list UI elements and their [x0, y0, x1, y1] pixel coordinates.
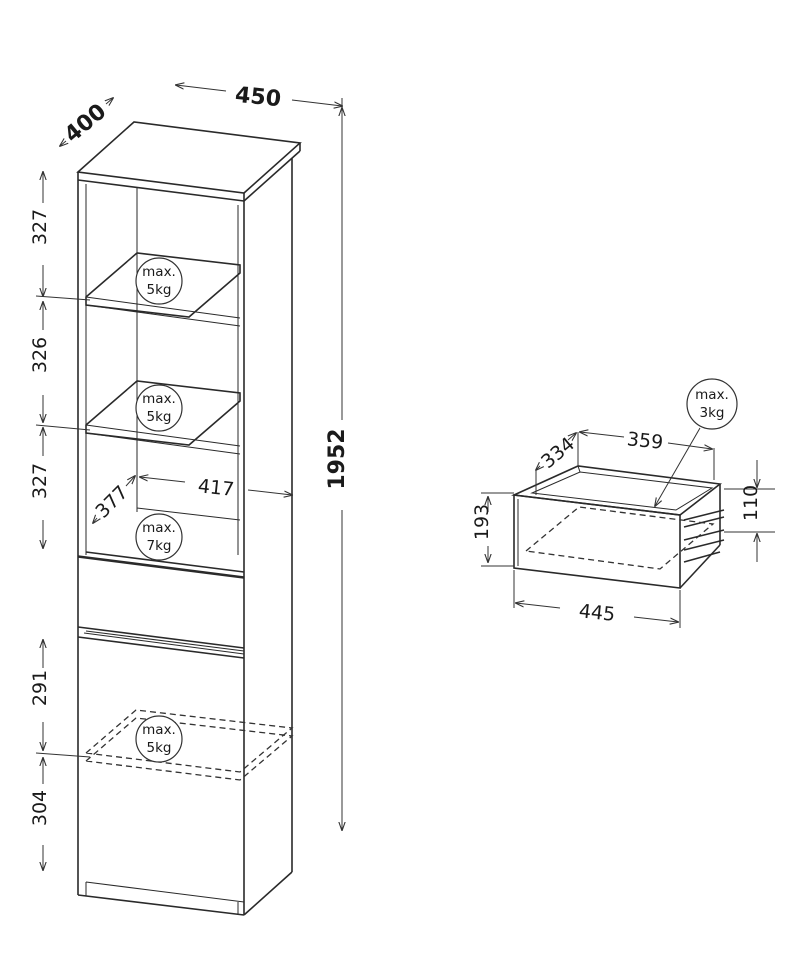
- drawer-dim-110-label: 110: [740, 485, 762, 521]
- drawer-dim-193: 193: [471, 492, 514, 567]
- cabinet-door: [77, 632, 245, 659]
- load-badge-shelf-2: max. 5kg: [135, 384, 183, 432]
- door-shelf-dashed: [84, 709, 294, 781]
- dim-shelf-gaps: 327 326 327 291 304: [29, 172, 91, 870]
- load-badge-door-shelf: max. 5kg: [135, 715, 183, 763]
- dim-gap-3-label: 327: [29, 463, 51, 499]
- shelf-2: [85, 380, 241, 455]
- dim-depth-label: 400: [60, 99, 111, 148]
- svg-text:max.: max.: [695, 387, 729, 403]
- svg-text:5kg: 5kg: [147, 740, 172, 756]
- shelf-1: [85, 252, 241, 327]
- drawer-dim-334: 334: [536, 432, 579, 495]
- drawer-dim-334-label: 334: [537, 433, 579, 473]
- dim-inner-width: 417: [140, 475, 292, 501]
- dim-height: 1952: [325, 108, 350, 830]
- svg-text:3kg: 3kg: [700, 405, 725, 421]
- svg-text:max.: max.: [142, 520, 176, 536]
- svg-text:max.: max.: [142, 264, 176, 280]
- cabinet-drawer-front: [77, 556, 245, 652]
- dim-inner-depth-label: 377: [91, 481, 132, 522]
- dim-inner-width-label: 417: [197, 475, 235, 501]
- svg-text:5kg: 5kg: [147, 409, 172, 425]
- drawer-body: [511, 465, 725, 589]
- load-badge-shelf-1: max. 5kg: [135, 257, 183, 305]
- drawer-dim-445-label: 445: [578, 600, 616, 626]
- load-badge-drawer: max. 3kg: [655, 378, 738, 506]
- drawer-dim-193-label: 193: [471, 504, 493, 540]
- drawer-dim-110: 110: [724, 460, 775, 562]
- svg-text:max.: max.: [142, 391, 176, 407]
- drawer-dim-359-label: 359: [626, 428, 664, 454]
- cabinet-outline: [76, 121, 302, 916]
- dim-door-gap-1-label: 291: [29, 670, 51, 706]
- dim-inner-depth: 377: [91, 476, 135, 523]
- drawer-dim-445: 445: [513, 570, 681, 628]
- dim-height-label: 1952: [325, 428, 350, 489]
- dim-gap-1-label: 327: [29, 209, 51, 245]
- dim-depth: 400: [60, 98, 113, 148]
- dim-door-gap-2-label: 304: [29, 790, 51, 826]
- dim-gap-2-label: 326: [29, 337, 51, 373]
- drawer-dim-359: 359: [580, 428, 715, 480]
- load-badge-shelf-3: max. 7kg: [135, 513, 183, 561]
- svg-text:5kg: 5kg: [147, 282, 172, 298]
- svg-text:max.: max.: [142, 722, 176, 738]
- dim-width: 450: [176, 83, 342, 118]
- svg-text:7kg: 7kg: [147, 538, 172, 554]
- dim-width-label: 450: [234, 83, 282, 113]
- bottom-fixed-shelf: [77, 507, 245, 578]
